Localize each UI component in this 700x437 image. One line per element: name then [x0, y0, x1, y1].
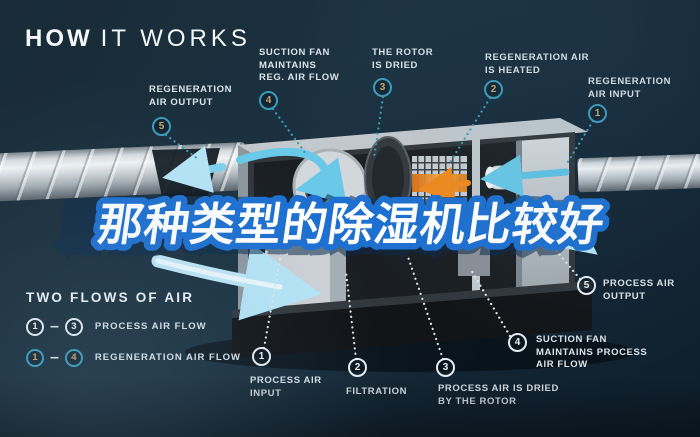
callout-line: AIR OUTPUT [149, 96, 214, 108]
headline-shadow: 那种类型的除湿机比较好 [63, 201, 576, 254]
callout-line: REGENERATION AIR [485, 52, 590, 63]
callout-line: MAINTAINS PROCESS [536, 346, 648, 358]
headline-outline: 那种类型的除湿机比较好 [95, 198, 608, 251]
callout-line: AIR FLOW [536, 359, 588, 371]
callout-line: IS DRIED [372, 59, 418, 71]
legend-regen-to: 4 [64, 348, 83, 367]
machine-cabinet [238, 118, 588, 346]
callout-regen-1-label: REGENERATION AIR INPUT [588, 76, 671, 101]
callout-regen-5-number: 5 [152, 117, 171, 136]
callout-line: IS HEATED [485, 64, 541, 76]
callout-process-1-label: PROCESS AIR INPUT [250, 375, 322, 400]
callout-line: PROCESS AIR [250, 375, 322, 386]
callout-line: PROCESS AIR IS DRIED [438, 383, 559, 394]
machine-interior [265, 136, 515, 325]
legend-dash: – [50, 348, 59, 366]
process-input-swoosh-arrow [151, 243, 322, 321]
callout-regen-3-number: 3 [373, 78, 392, 97]
callout-process-4-number: 4 [508, 333, 527, 352]
callout-regen-2-number: 2 [484, 80, 503, 99]
callout-process-5-label: PROCESS AIR OUTPUT [603, 278, 675, 303]
callout-regen-5-label: REGENERATION AIR OUTPUT [149, 84, 232, 109]
legend-process-label: PROCESS AIR FLOW [94, 321, 207, 332]
legend-two-flows: TWO FLOWS OF AIR 1 – 3 PROCESS AIR FLOW … [26, 290, 241, 367]
legend-process-from: 1 [26, 317, 44, 336]
regen-input-arrow [480, 154, 570, 197]
title-bold: HOW [25, 25, 93, 52]
heater-section [412, 156, 467, 238]
outlet-cylinder [485, 165, 515, 190]
callout-regen-4-label: SUCTION FAN MAINTAINS REG. AIR FLOW [259, 47, 339, 85]
process-leaders [262, 240, 582, 361]
callout-process-1-number: 1 [252, 347, 271, 366]
legend-process-to: 3 [64, 317, 83, 336]
page-title: HOW IT WORKS [25, 25, 251, 53]
callout-process-3-label: PROCESS AIR IS DRIED BY THE ROTOR [438, 383, 559, 408]
legend-dash: – [50, 317, 59, 335]
legend-row-process: 1 – 3 PROCESS AIR FLOW [26, 317, 241, 336]
suction-fan [305, 178, 331, 204]
legend-regen-label: REGENERATION AIR FLOW [94, 352, 241, 363]
heated-air-arrow [418, 167, 471, 203]
heater-glow [412, 174, 467, 192]
process-input-swoosh-core [155, 258, 283, 290]
legend-title: TWO FLOWS OF AIR [26, 290, 195, 305]
fan-housing [294, 150, 366, 222]
process-output-arrow [530, 206, 598, 255]
callout-line: INPUT [250, 387, 282, 399]
callout-line: PROCESS AIR [603, 278, 675, 289]
fan-intake-swoosh-arrow [236, 147, 347, 205]
regeneration-output-duct [0, 142, 247, 202]
callout-process-4-label: SUCTION FAN MAINTAINS PROCESS AIR FLOW [536, 334, 647, 372]
callout-process-3-number: 3 [436, 358, 455, 377]
legend-row-regeneration: 1 – 4 REGENERATION AIR FLOW [26, 348, 241, 367]
headline-text: 那种类型的除湿机比较好 [95, 198, 608, 251]
callout-line: BY THE ROTOR [438, 395, 517, 407]
callout-line: MAINTAINS [259, 59, 317, 71]
callout-regen-1-number: 1 [588, 104, 607, 123]
regeneration-input-duct [577, 153, 700, 193]
callout-line: AIR INPUT [588, 88, 641, 100]
callout-line: FILTRATION [346, 386, 408, 397]
callout-line: SUCTION FAN [536, 334, 607, 345]
callout-regen-2-label: REGENERATION AIR IS HEATED [485, 52, 589, 77]
legend-regen-from: 1 [26, 348, 44, 367]
title-light: IT WORKS [100, 25, 251, 52]
desiccant-rotor [364, 136, 412, 220]
callout-line: REGENERATION [149, 84, 233, 95]
callout-regen-4-number: 4 [259, 91, 278, 110]
callout-line: OUTPUT [603, 290, 646, 302]
callout-process-2-number: 2 [348, 358, 367, 377]
callout-line: SUCTION FAN [259, 47, 330, 58]
callout-regen-3-label: THE ROTOR IS DRIED [372, 47, 433, 72]
callout-process-5-number: 5 [577, 276, 596, 295]
callout-process-2-label: FILTRATION [346, 386, 407, 399]
callout-line: REGENERATION [588, 76, 672, 87]
callout-line: REG. AIR FLOW [259, 72, 340, 84]
callout-line: THE ROTOR [372, 47, 434, 58]
